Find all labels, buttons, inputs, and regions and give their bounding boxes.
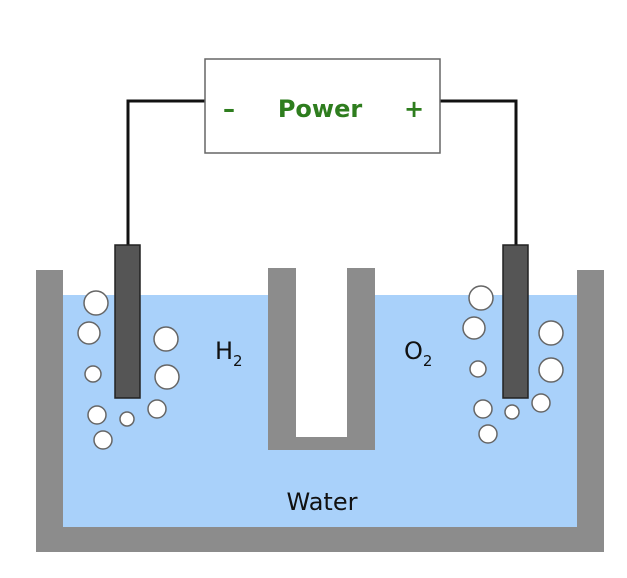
anode-electrode (502, 244, 529, 399)
bubble (478, 424, 498, 444)
bubble (119, 411, 135, 427)
bubble (468, 285, 494, 311)
bubble (473, 399, 493, 419)
bubble (153, 326, 179, 352)
bubble (84, 365, 102, 383)
hydrogen-label: H2 (215, 337, 243, 370)
oxygen-bubbles (462, 285, 564, 444)
hydrogen-bubbles (77, 290, 180, 450)
power-label: Power (278, 95, 363, 123)
negative-terminal-sign: – (223, 95, 235, 123)
negative-wire (126, 99, 205, 245)
oxygen-subscript: 2 (423, 352, 433, 370)
positive-terminal-sign: + (404, 95, 424, 123)
water-label: Water (287, 488, 358, 516)
bubble (462, 316, 486, 340)
oxygen-label: O2 (404, 337, 432, 370)
bubble (93, 430, 113, 450)
hydrogen-symbol: H (215, 337, 233, 365)
bubble (469, 360, 487, 378)
bubble (147, 399, 167, 419)
bubble (538, 320, 564, 346)
positive-wire (440, 99, 518, 245)
power-supply-box (204, 58, 441, 154)
bubble (531, 393, 551, 413)
center-tube-wall (268, 268, 375, 450)
bubble (504, 404, 520, 420)
hydrogen-subscript: 2 (233, 352, 243, 370)
cathode-electrode (114, 244, 141, 399)
bubble (154, 364, 180, 390)
bubble (77, 321, 101, 345)
bubble (83, 290, 109, 316)
bubble (87, 405, 107, 425)
oxygen-symbol: O (404, 337, 423, 365)
center-tube-interior (296, 270, 347, 438)
bubble (538, 357, 564, 383)
